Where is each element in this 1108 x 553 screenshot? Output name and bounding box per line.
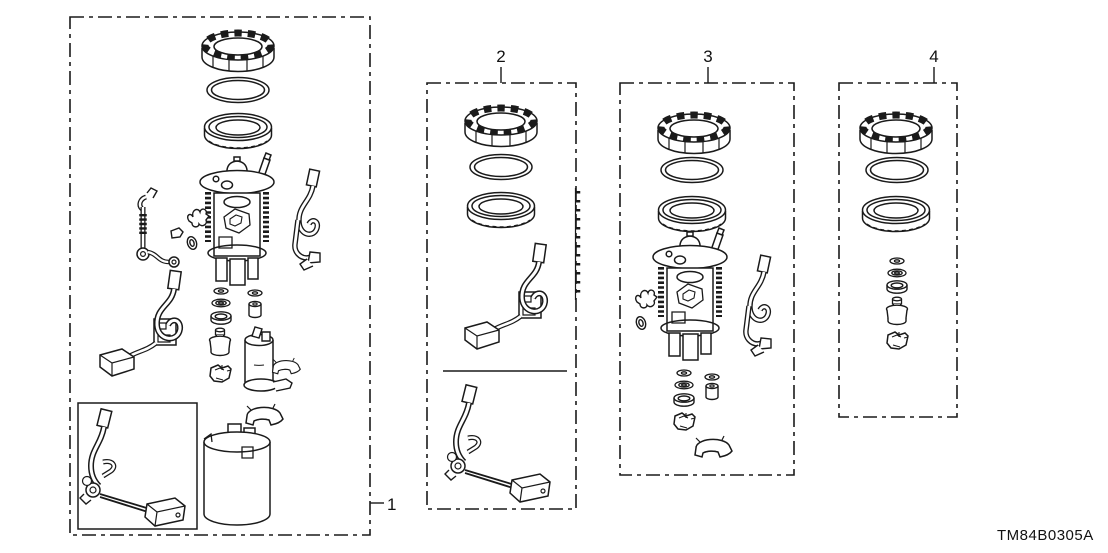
fuel-level-sender-1 [80, 409, 185, 526]
washer-small-1b [247, 289, 263, 297]
retainer-ring-4 [860, 114, 932, 154]
washer-small-3 [676, 369, 692, 377]
o-ring-2 [469, 153, 533, 181]
retainer-claw-1 [245, 403, 284, 426]
sender-subbox-outline [77, 402, 198, 530]
harness-with-bracket-1 [100, 270, 181, 376]
callout-1-label[interactable]: 1 [387, 495, 396, 514]
callout-3-label[interactable]: 3 [703, 47, 712, 66]
parts-group-2: 2 [426, 47, 581, 510]
part-set-2-outline [426, 82, 577, 510]
parts-group-1: 1 [69, 16, 396, 536]
retainer-ring-3 [658, 114, 730, 154]
washer-small-3b [704, 373, 720, 381]
washer-small-4 [889, 257, 905, 265]
grommet-3 [673, 393, 695, 407]
part-set-1-outline [69, 16, 371, 536]
reservoir-cup-1 [203, 423, 271, 526]
mount-clip-1 [209, 364, 232, 383]
parts-group-4: 4 [838, 47, 958, 418]
base-gasket-4 [861, 195, 931, 233]
retainer-claw-3 [694, 435, 733, 458]
washer-medium-3 [674, 380, 694, 390]
harness-with-bracket-2 [465, 243, 546, 349]
retainer-ring-1 [202, 32, 274, 72]
pump-claw-clip-1 [271, 357, 301, 375]
wire-harness-3 [746, 255, 771, 356]
washer-medium-4 [887, 268, 907, 278]
grommet-4 [886, 280, 908, 294]
pressure-regulator-4 [885, 296, 909, 326]
fuel-pump-1 [243, 326, 293, 392]
parts-group-3: 3 [619, 47, 795, 476]
base-gasket-1 [203, 112, 273, 150]
fuel-level-sender-2 [445, 385, 550, 502]
spacer-1 [248, 300, 262, 319]
joint-pipe-assembly-1 [137, 188, 183, 267]
hook-clip-1 [186, 208, 210, 228]
pump-module-assembly-1 [200, 153, 274, 285]
o-ring-4 [865, 156, 929, 184]
wire-harness-1 [295, 169, 320, 270]
hook-clip-3 [634, 289, 658, 309]
base-gasket-2 [466, 191, 536, 229]
grommet-1 [210, 311, 232, 325]
washer-small-1 [213, 287, 229, 295]
pressure-regulator-1 [208, 327, 232, 357]
callout-4-label[interactable]: 4 [929, 47, 938, 66]
small-o-ring-1 [185, 234, 199, 252]
part-set-3-outline [619, 82, 795, 476]
base-gasket-3 [657, 195, 727, 233]
callout-2-label[interactable]: 2 [496, 47, 505, 66]
retainer-ring-2 [465, 107, 537, 147]
o-ring-3 [660, 156, 724, 184]
mount-clip-3 [673, 412, 696, 431]
washer-medium-1 [211, 298, 231, 308]
o-ring-1 [206, 76, 270, 104]
diagram-code: TM84B0305A [997, 527, 1094, 544]
part-set-4-outline [838, 82, 958, 418]
small-o-ring-3 [634, 314, 648, 332]
spacer-3 [705, 382, 719, 401]
mount-clip-4 [886, 331, 909, 350]
pump-module-assembly-3 [653, 228, 727, 360]
